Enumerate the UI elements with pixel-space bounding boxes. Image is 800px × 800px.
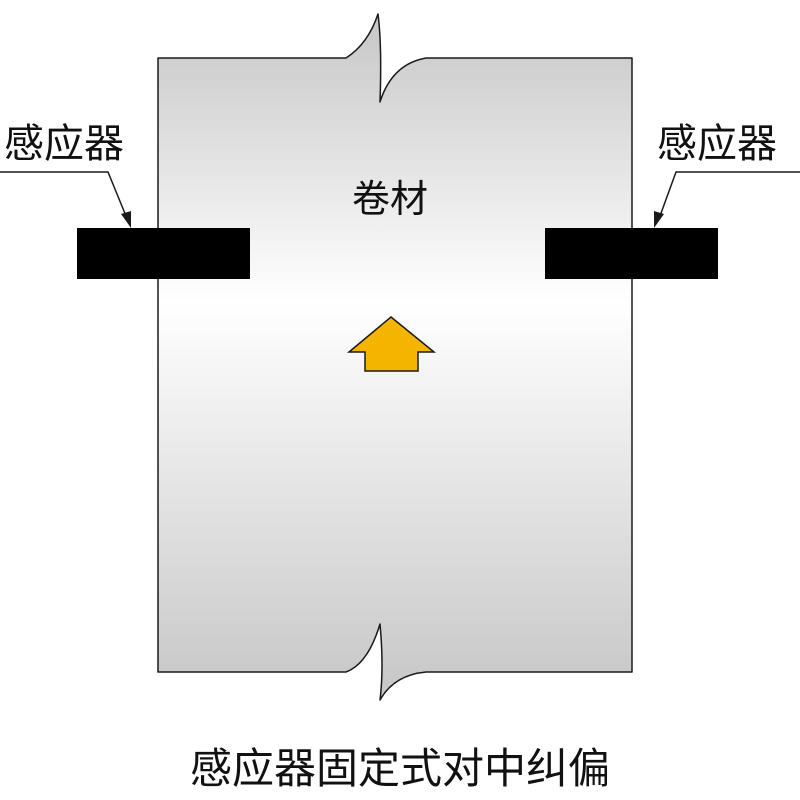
diagram-caption: 感应器固定式对中纠偏 (189, 744, 610, 793)
arrow-up-icon (346, 316, 437, 372)
sensor-right (545, 228, 718, 279)
leader-line-left (0, 171, 131, 228)
sensor-left (77, 228, 250, 279)
sensor-label-left: 感应器 (4, 121, 124, 167)
leader-line-right (654, 171, 800, 228)
sensor-label-right: 感应器 (657, 121, 777, 167)
material-label: 卷材 (352, 177, 429, 221)
